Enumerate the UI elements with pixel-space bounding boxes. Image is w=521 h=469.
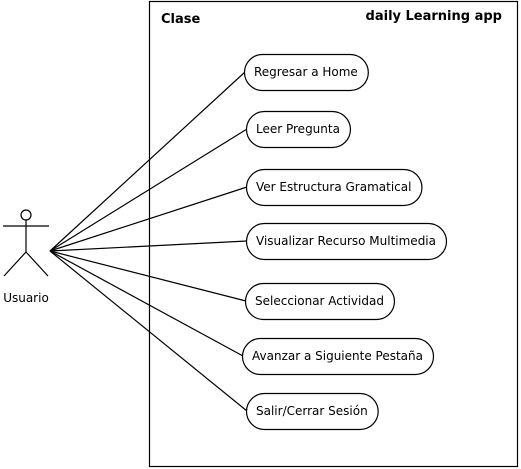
association-line: [49, 128, 248, 252]
actor-right-leg: [25, 251, 49, 277]
use-case-leer-pregunta: Leer Pregunta: [245, 110, 352, 149]
association-line: [49, 240, 248, 252]
association-line: [49, 250, 244, 357]
use-case-regresar-a-home: Regresar a Home: [243, 53, 369, 92]
use-case-label: Seleccionar Actividad: [255, 294, 384, 308]
actor-left-leg: [3, 251, 27, 277]
use-case-label: Leer Pregunta: [256, 122, 340, 136]
use-case-shape: [245, 110, 352, 149]
system-label-left: Clase: [161, 12, 201, 27]
use-case-shape: [245, 168, 423, 207]
use-case-visualizar-recurso-multimedia: Visualizar Recurso Multimedia: [245, 222, 448, 261]
use-case-seleccionar-actividad: Seleccionar Actividad: [244, 282, 396, 321]
associations: [49, 71, 248, 412]
association-line: [49, 250, 247, 302]
association-line: [49, 71, 246, 252]
use-case-shape: [241, 337, 435, 376]
association-line: [49, 186, 248, 252]
use-case-shape: [245, 392, 379, 431]
use-case-label: Ver Estructura Gramatical: [256, 180, 411, 194]
use-case-label: Visualizar Recurso Multimedia: [256, 234, 436, 248]
association-line: [49, 250, 248, 412]
actor-usuario: Usuario: [3, 209, 49, 305]
use-case-label: Avanzar a Siguiente Pestaña: [252, 349, 423, 363]
use-case-shape: [245, 222, 448, 261]
use-case-avanzar-a-siguiente-pesta-a: Avanzar a Siguiente Pestaña: [241, 337, 435, 376]
use-case-shape: [244, 282, 396, 321]
use-case-salir-cerrar-sesi-n: Salir/Cerrar Sesión: [245, 392, 379, 431]
use-case-ver-estructura-gramatical: Ver Estructura Gramatical: [245, 168, 423, 207]
system-label-right: daily Learning app: [366, 9, 502, 24]
actor-name: Usuario: [3, 291, 49, 305]
use-case-label: Salir/Cerrar Sesión: [256, 404, 368, 418]
use-case-label: Regresar a Home: [254, 65, 358, 79]
actor-head: [20, 209, 32, 221]
use-case-shape: [243, 53, 369, 92]
